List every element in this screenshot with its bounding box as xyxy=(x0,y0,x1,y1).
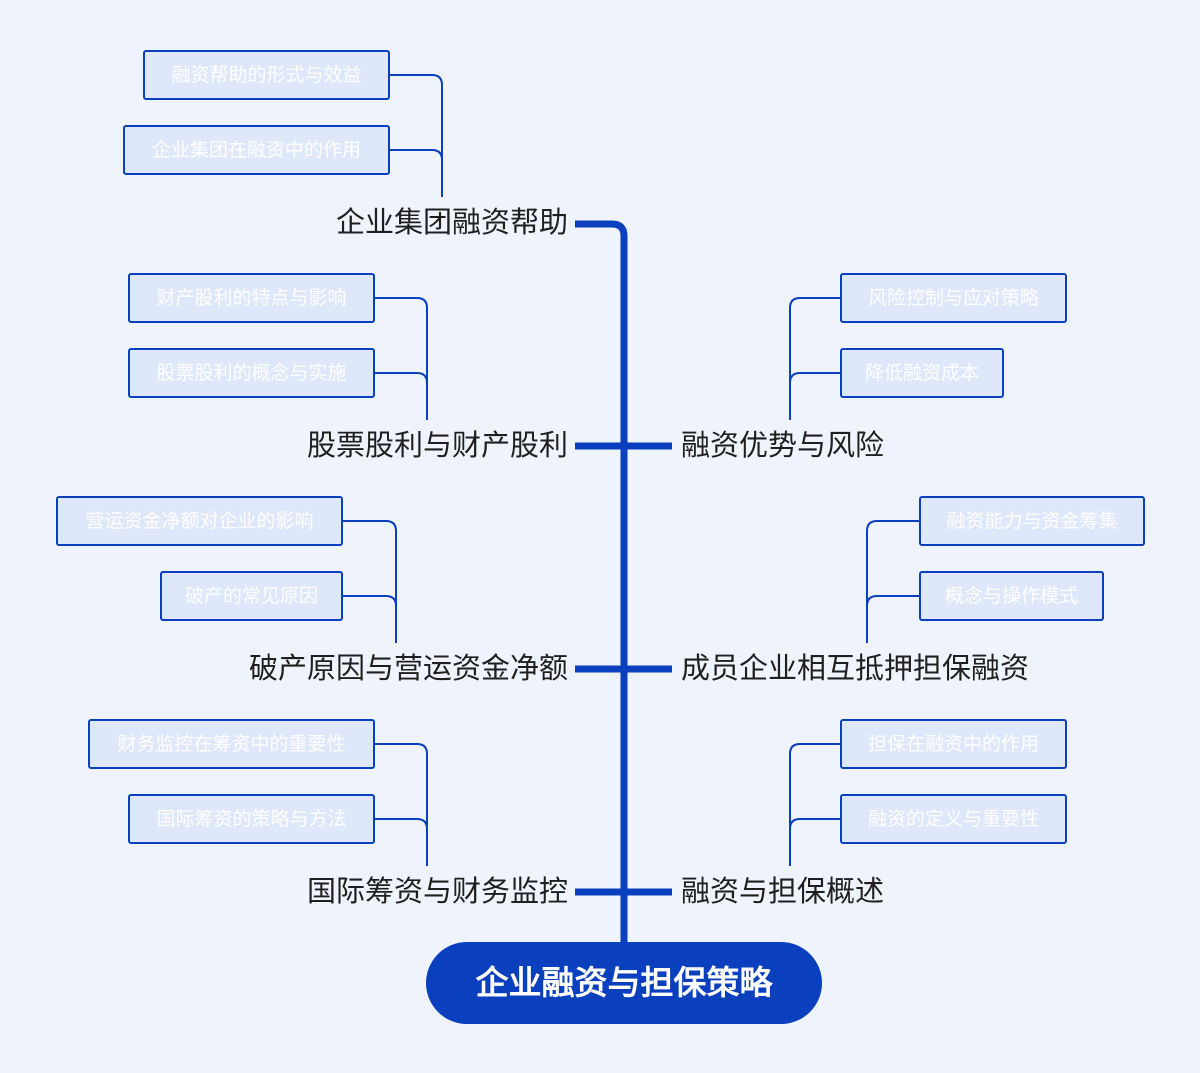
leaf-bankruptcy-1: 营运资金净额对企业的影响 xyxy=(56,496,343,546)
leaf-bankruptcy-2: 破产的常见原因 xyxy=(160,571,343,621)
leaf-international-2: 国际筹资的策略与方法 xyxy=(128,794,375,844)
leaf-link-group xyxy=(390,74,443,197)
branch-dividends: 股票股利与财产股利 xyxy=(306,428,568,462)
leaf-mutual-1: 融资能力与资金筹集 xyxy=(919,496,1145,546)
branch-overview: 融资与担保概述 xyxy=(681,874,885,908)
leaf-dividends-2: 股票股利的概念与实施 xyxy=(128,348,375,398)
leaf-overview-1: 担保在融资中的作用 xyxy=(840,719,1067,769)
leaf-link-bankruptcy xyxy=(343,520,397,643)
leaf-link-overview xyxy=(789,743,840,866)
leaf-dividends-1: 财产股利的特点与影响 xyxy=(128,273,375,323)
leaf-link-advantages xyxy=(789,297,840,420)
leaf-mutual-2: 概念与操作模式 xyxy=(919,571,1104,621)
leaf-link-international xyxy=(375,743,428,866)
leaf-advantages-2: 降低融资成本 xyxy=(840,348,1004,398)
trunk-line xyxy=(575,220,628,942)
leaf-advantages-1: 风险控制与应对策略 xyxy=(840,273,1067,323)
branch-group-financing: 企业集团融资帮助 xyxy=(335,205,568,239)
branch-mutual-guarantee: 成员企业相互抵押担保融资 xyxy=(681,651,1030,685)
leaf-link-mutual xyxy=(866,520,919,643)
root-topic: 企业融资与担保策略 xyxy=(426,942,822,1024)
leaf-group-2: 企业集团在融资中的作用 xyxy=(123,125,390,175)
branch-advantages: 融资优势与风险 xyxy=(681,428,885,462)
leaf-international-1: 财务监控在筹资中的重要性 xyxy=(88,719,375,769)
leaf-overview-2: 融资的定义与重要性 xyxy=(840,794,1067,844)
leaf-group-1: 融资帮助的形式与效益 xyxy=(143,50,390,100)
branch-international: 国际筹资与财务监控 xyxy=(306,874,568,908)
branch-bankruptcy: 破产原因与营运资金净额 xyxy=(248,651,568,685)
leaf-link-dividends xyxy=(375,297,428,420)
